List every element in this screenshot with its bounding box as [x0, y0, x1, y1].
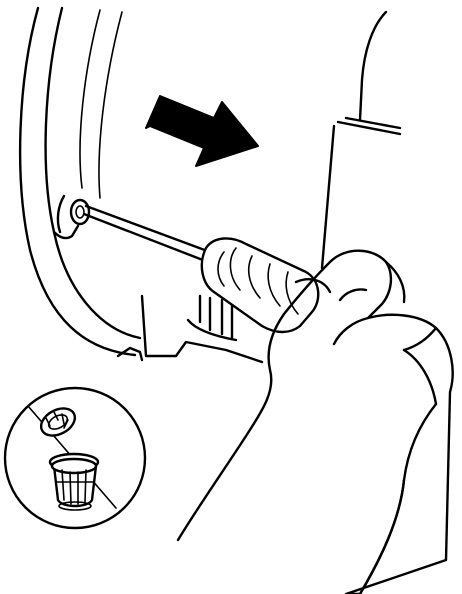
right-panel — [322, 12, 400, 268]
direction-arrow-icon — [146, 96, 258, 166]
cap-filter-icon — [36, 403, 98, 510]
screw-head — [71, 200, 89, 224]
appliance-housing — [20, 8, 142, 360]
inset-detail — [5, 388, 145, 528]
